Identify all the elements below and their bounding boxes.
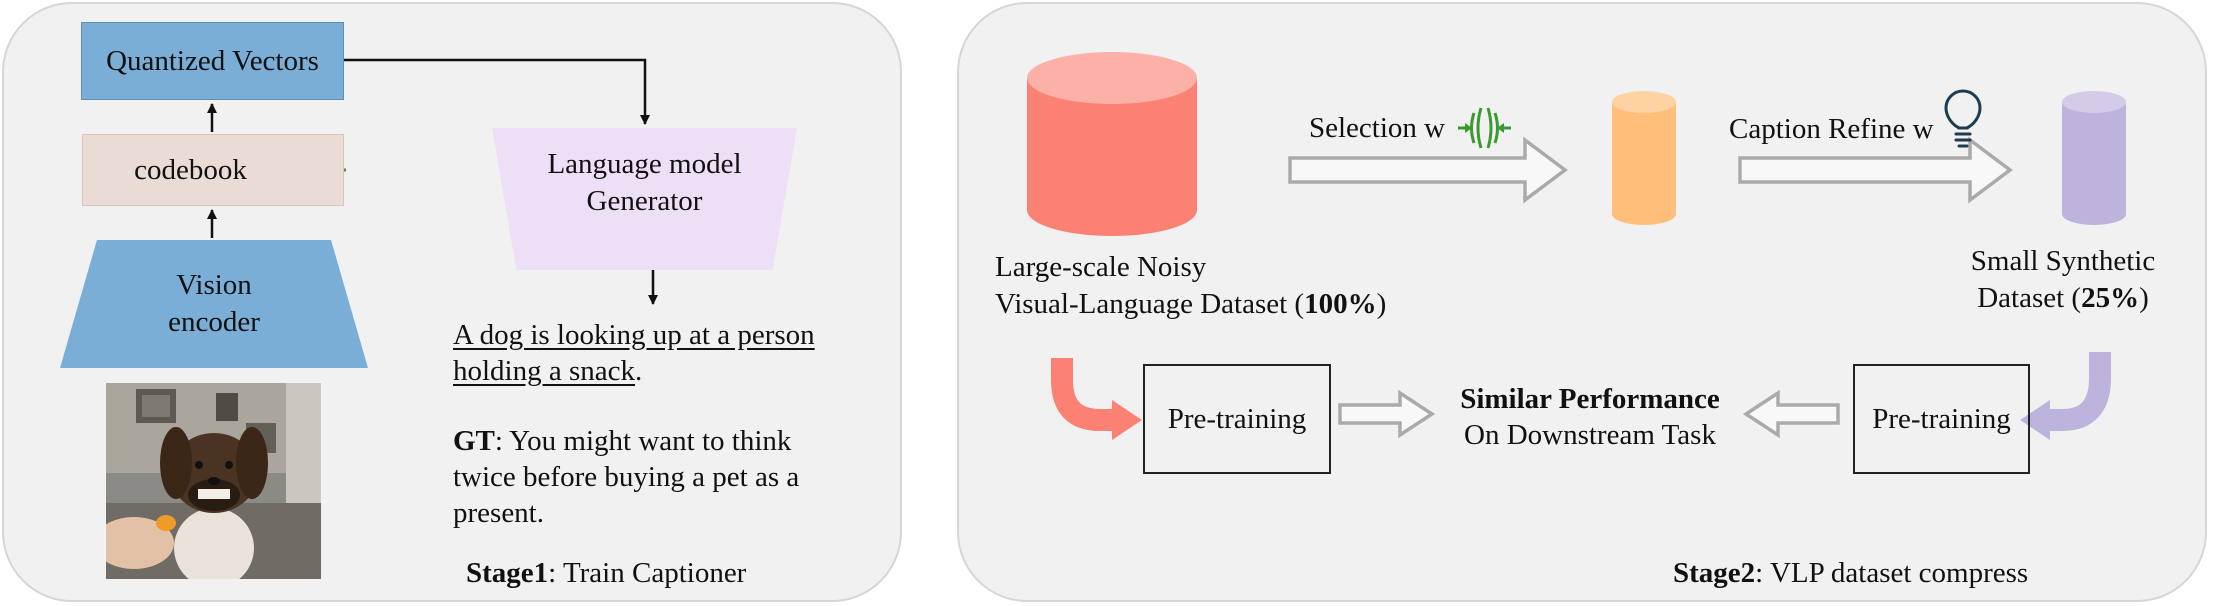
stage2-bold: Stage2 — [1673, 557, 1756, 589]
ground-truth-line2: twice before buying a pet as a — [453, 459, 799, 495]
pretraining-box-left: Pre-training — [1143, 364, 1331, 474]
pretraining-box-right: Pre-training — [1853, 364, 2030, 474]
pretraining-label-left: Pre-training — [1167, 402, 1307, 435]
similar-performance-bold: Similar Performance — [1460, 383, 1720, 415]
generated-caption: A dog is looking up at a person — [453, 317, 815, 353]
hollow-arrow-icon — [1288, 136, 1568, 204]
quantized-vectors-box: Quantized Vectors — [81, 22, 344, 100]
gt-text-line1: : You might want to think — [494, 425, 792, 457]
small-dataset-close: ) — [2139, 282, 2149, 314]
generated-caption-line2: holding a snack. — [453, 353, 642, 389]
stage1-rest: : Train Captioner — [548, 557, 747, 589]
curved-arrow-icon — [2020, 352, 2111, 440]
curved-arrow-icon — [1051, 358, 1142, 440]
pretraining-label-right: Pre-training — [1872, 402, 2011, 435]
dog-photo — [106, 383, 321, 579]
hollow-arrow-icon — [1738, 136, 2013, 204]
small-dataset-text: Dataset ( — [1977, 282, 2082, 314]
large-dataset-cylinder — [1027, 52, 1197, 236]
lightbulb-icon — [1944, 89, 1982, 148]
codebook-box: codebook — [82, 134, 344, 206]
large-dataset-label-line2: Visual-Language Dataset (100%) — [995, 286, 1386, 322]
quantized-vectors-label: Quantized Vectors — [106, 44, 319, 77]
caption-line1: A dog is looking up at a person — [453, 319, 815, 351]
arrow-qv-to-generator — [344, 58, 650, 125]
selection-label: Selection w — [1309, 112, 1446, 144]
ground-truth-line1: GT: You might want to think — [453, 423, 791, 459]
gt-label: GT — [453, 425, 495, 457]
synthetic-dataset-cylinder — [2062, 91, 2126, 225]
caption-line2: holding a snack — [453, 355, 636, 387]
gt-text-line2: twice before buying a pet as a — [453, 461, 800, 493]
generator-label-line1: Language model — [547, 148, 742, 180]
selected-dataset-cylinder — [1612, 91, 1676, 225]
compress-icon — [1458, 107, 1511, 149]
language-model-generator-shape: Language model Generator — [492, 128, 797, 270]
small-dataset-label-line1: Small Synthetic — [1970, 245, 2156, 277]
stage1-title: Stage1: Train Captioner — [466, 555, 746, 591]
vision-encoder-label-line1: Vision — [176, 268, 252, 301]
caption-period: . — [635, 355, 643, 387]
hollow-arrow-icon — [1742, 389, 1840, 439]
similar-performance-line2: On Downstream Task — [1464, 419, 1716, 451]
vision-encoder-shape: Vision encoder — [60, 240, 368, 368]
codebook-label: codebook — [134, 153, 247, 186]
large-dataset-pct: 100% — [1304, 288, 1377, 320]
small-dataset-label-line2: Dataset (25%) — [1938, 280, 2188, 316]
similar-performance-line1: Similar Performance — [1440, 381, 1740, 417]
ground-truth-line3: present. — [453, 495, 544, 531]
generator-label-line2: Generator — [586, 185, 703, 218]
large-dataset-close: ) — [1376, 288, 1387, 320]
gt-text-line3: present. — [453, 497, 544, 529]
large-dataset-text: Visual-Language Dataset ( — [995, 288, 1305, 320]
stage2-title: Stage2: VLP dataset compress — [1673, 555, 2028, 591]
stage2-rest: : VLP dataset compress — [1755, 557, 2029, 589]
caption-refine-label: Caption Refine w — [1729, 113, 1934, 145]
vision-encoder-label-line2: encoder — [168, 306, 260, 338]
small-dataset-pct: 25% — [2081, 282, 2140, 314]
stage1-bold: Stage1 — [466, 557, 549, 589]
hollow-arrow-icon — [1338, 389, 1436, 439]
large-dataset-label-line1: Large-scale Noisy — [995, 251, 1207, 283]
